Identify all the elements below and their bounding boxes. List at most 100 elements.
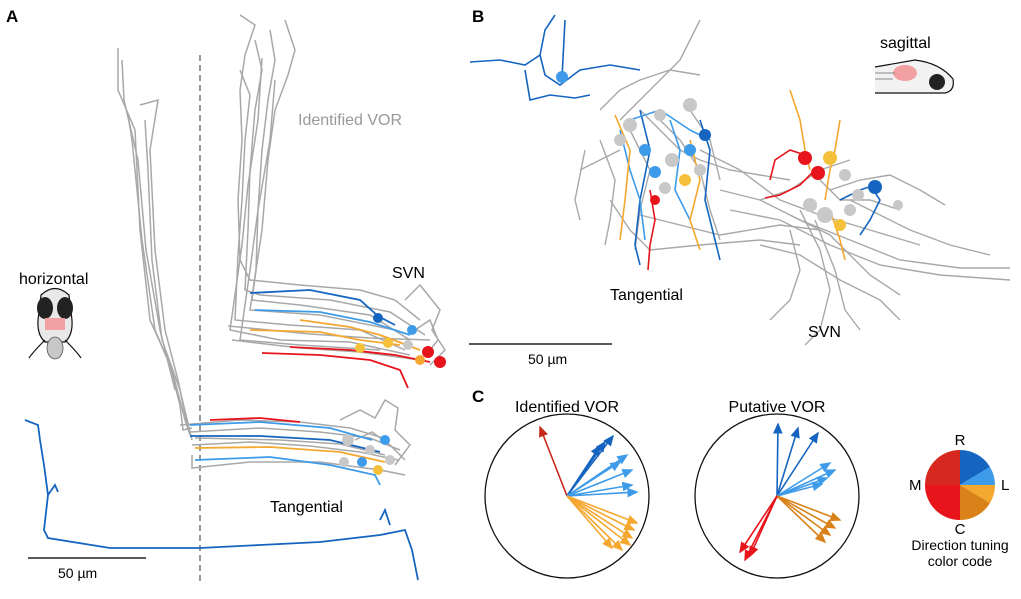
scale-bar-a-label: 50 µm [58, 565, 97, 581]
tuning-arrow [539, 425, 568, 497]
polar-plot-putative [694, 413, 860, 579]
tuning-arrow [776, 495, 832, 536]
neuron-blue-light [669, 119, 691, 221]
soma-gray [342, 434, 354, 446]
neuron-red [764, 169, 816, 199]
panel-b: B [469, 7, 1011, 367]
tuning-arrow [566, 495, 634, 539]
panel-c: C Identified VOR Putative VOR [472, 387, 1009, 579]
soma-gray [403, 340, 413, 350]
neuron-orange [614, 114, 631, 241]
soma-red [798, 151, 812, 165]
label-sagittal: sagittal [880, 35, 931, 52]
tuning-arrow [566, 495, 624, 552]
soma-gray [614, 134, 626, 146]
label-tangential-b: Tangential [610, 287, 683, 304]
soma-gray [654, 109, 666, 121]
fish-sagittal-icon [874, 59, 954, 94]
panel-b-letter: B [472, 7, 484, 26]
soma-gray [694, 164, 706, 176]
soma-blue [407, 325, 417, 335]
soma-gray [665, 153, 679, 167]
soma-blue [357, 457, 367, 467]
polar-circle [484, 413, 650, 579]
soma-yellow [373, 465, 383, 475]
soma-gray [852, 189, 864, 201]
neuron-red [769, 149, 806, 181]
soma-blue [649, 166, 661, 178]
neuron-red [261, 352, 409, 389]
soma-blue [380, 435, 390, 445]
legend-caption-line1: Direction tuning [911, 537, 1008, 553]
soma-red [650, 195, 660, 205]
neuron-red [209, 417, 301, 423]
neuron-orange [829, 209, 846, 261]
label-svn: SVN [392, 265, 425, 282]
tuning-arrow [566, 487, 639, 498]
label-tangential: Tangential [270, 499, 343, 516]
tuning-arrow [566, 481, 634, 497]
tuning-arrow [566, 444, 601, 497]
soma-red [811, 166, 825, 180]
tuning-arrow [773, 422, 783, 497]
soma-gray [339, 457, 349, 467]
legend-wedge-c [960, 485, 990, 520]
neurons-colored-b [469, 14, 881, 271]
neuron-blue-light [619, 129, 646, 241]
tuning-arrow [776, 495, 837, 529]
neuron-blue-dark [249, 289, 396, 326]
legend-caption-line2: color code [928, 553, 993, 569]
label-horizontal: horizontal [19, 271, 88, 288]
tuning-arrow [566, 495, 632, 546]
neuron-blue-dark [524, 69, 591, 101]
panel-c-letter: C [472, 387, 484, 406]
neuron-orange [249, 329, 401, 346]
legend-wedge [925, 485, 960, 520]
neuron-red [289, 346, 431, 363]
legend-wedge-l [960, 485, 995, 503]
neuron-orange [689, 139, 701, 251]
soma-yellow [834, 219, 846, 231]
soma-blue [373, 313, 383, 323]
label-identified-vor: Identified VOR [298, 112, 402, 129]
soma-gray [839, 169, 851, 181]
legend-label-r: R [955, 432, 966, 449]
neuron-blue-light [629, 109, 711, 141]
soma-red [434, 356, 446, 368]
title-identified-vor: Identified VOR [515, 399, 619, 416]
soma-blue [556, 71, 568, 83]
soma-red [422, 346, 434, 358]
soma-gray [385, 455, 395, 465]
legend-wedge [960, 467, 995, 485]
tuning-arrow [776, 495, 842, 522]
soma-gray [659, 182, 671, 194]
somata-a [339, 313, 446, 475]
label-svn-b: SVN [808, 324, 841, 341]
tuning-arrow [776, 426, 800, 497]
neuron-blue-light [254, 309, 411, 336]
legend-wedge-r [960, 450, 990, 485]
scale-bar-b-label: 50 µm [528, 351, 567, 367]
soma-gray [623, 118, 637, 132]
neuron-red [647, 189, 656, 271]
legend-wedge-m [925, 450, 960, 485]
tuning-arrow [776, 462, 832, 497]
neuron-blue-branch [47, 483, 59, 496]
tuning-arrow [739, 495, 778, 554]
tuning-arrow [776, 431, 819, 497]
soma-yellow [823, 151, 837, 165]
somata-b [556, 71, 903, 231]
tuning-arrow [566, 495, 614, 550]
neuron-blue-long [24, 419, 419, 581]
soma-yellow [355, 343, 365, 353]
tuning-arrow [776, 481, 824, 497]
neuron-blue-dark [190, 435, 381, 453]
soma-gray [365, 445, 375, 455]
neuron-blue-dark [561, 19, 566, 79]
soma-blue [684, 144, 696, 156]
title-putative-vor: Putative VOR [729, 399, 826, 416]
neuron-blue-dark [469, 14, 556, 66]
soma-yellow [679, 174, 691, 186]
panel-a-letter: A [6, 7, 18, 26]
legend-label-l: L [1001, 477, 1009, 494]
